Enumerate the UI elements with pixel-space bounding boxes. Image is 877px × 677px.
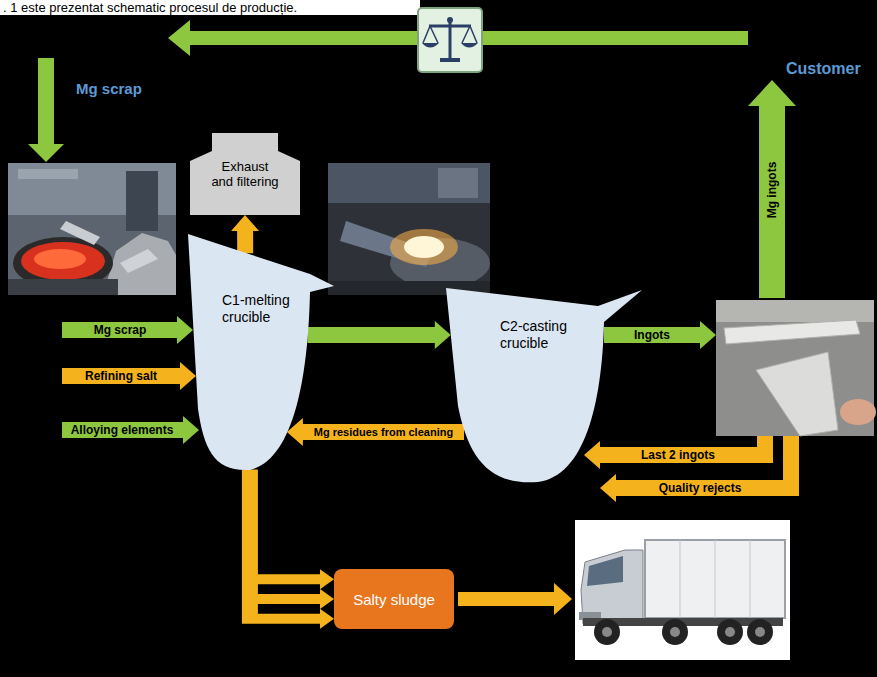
label-holder: Last 2 ingots [641, 448, 715, 462]
arrow-label: Mg residues from cleaning [314, 426, 453, 439]
label-holder: Mg scrap [76, 80, 142, 97]
truck-picture [575, 520, 790, 660]
node-label: Salty sludge [353, 591, 435, 608]
flow-arrow [308, 321, 451, 349]
exhaust-hood: Exhaust and filtering [190, 133, 300, 215]
return-arrow [600, 436, 799, 502]
casting-photo [328, 163, 490, 295]
ingots-arrow [604, 321, 716, 349]
arrow-label: Alloying elements [71, 423, 174, 437]
arrow-label: Quality rejects [659, 481, 742, 495]
input-arrow [62, 416, 199, 444]
exhaust-hood-shape [190, 133, 300, 215]
label-holder: Mg residues from cleaning [314, 426, 453, 439]
melting-photo [8, 163, 176, 295]
melting-crucible-shape [188, 234, 334, 470]
label-holder: Mg scrap [94, 323, 147, 337]
arrow-label: Ingots [634, 328, 670, 342]
ingots-out-arrow [748, 80, 796, 298]
ingots-photo [716, 300, 876, 436]
label-holder: Customer [786, 60, 861, 78]
casting-crucible-outline [442, 284, 642, 484]
page-strip [0, 0, 420, 15]
node-label: C1-melting crucible [222, 292, 304, 326]
node-label: Exhaust and filtering [210, 159, 280, 189]
label-holder: . 1 este prezentat schematic procesul de… [3, 0, 297, 15]
input-arrow [62, 362, 196, 390]
return-arrow [584, 436, 773, 469]
node-label: C2-casting crucible [500, 318, 584, 352]
label-holder: Alloying elements [71, 423, 174, 437]
casting-crucible: C2-casting crucible [442, 284, 642, 484]
input-arrow [62, 316, 193, 344]
sludge-box: Salty sludge [334, 569, 454, 629]
melting-crucible: C1-melting crucible [186, 234, 334, 472]
arrow-label: Mg scrap [94, 323, 147, 337]
scrap-arrow [28, 58, 64, 162]
flow-arrow [287, 418, 464, 446]
casting-crucible-shape [446, 288, 642, 482]
label-holder: Ingots [634, 328, 670, 342]
label-holder: Mg ingots [765, 162, 779, 219]
scale-icon [418, 8, 482, 72]
arrow-label: Refining salt [85, 369, 157, 383]
label-holder: Refining salt [85, 369, 157, 383]
flow-arrow [242, 470, 334, 629]
text-fragment: . 1 este prezentat schematic procesul de… [3, 0, 297, 15]
flow-label: Mg scrap [76, 80, 142, 97]
arrow-label: Last 2 ingots [641, 448, 715, 462]
transport-arrow [458, 583, 572, 615]
arrow-label: Mg ingots [765, 162, 779, 219]
destination-label: Customer [786, 60, 861, 78]
melting-crucible-outline [186, 234, 334, 472]
flow-arrow [231, 215, 259, 253]
label-holder: Quality rejects [659, 481, 742, 495]
